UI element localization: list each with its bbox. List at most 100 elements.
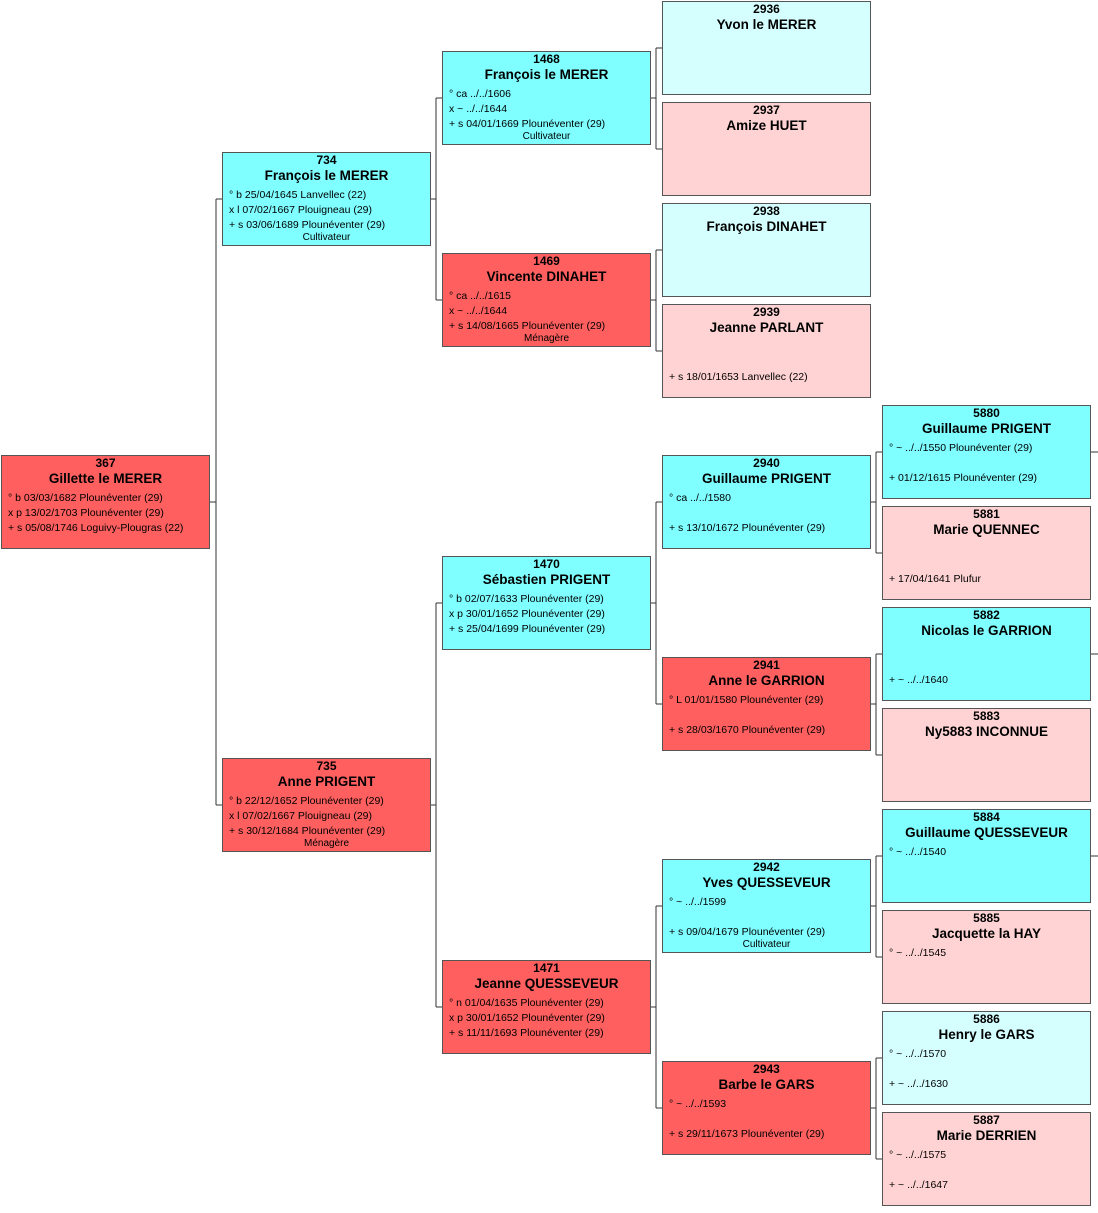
marriage-event: x p 30/01/1652 Plounéventer (29) xyxy=(449,1012,605,1024)
person-name: Jacquette la HAY xyxy=(931,926,1042,941)
birth-event: ° b 25/04/1645 Lanvellec (22) xyxy=(229,189,367,201)
birth-event: ° ~ ../../1540 xyxy=(889,846,947,858)
person-number: 1469 xyxy=(533,254,560,268)
person-number: 2936 xyxy=(753,2,780,16)
person-name: Barbe le GARS xyxy=(718,1077,815,1092)
person-name: Marie QUENNEC xyxy=(933,522,1040,537)
birth-event: ° b 02/07/1633 Plounéventer (29) xyxy=(449,593,604,605)
occupation: Cultivateur xyxy=(522,131,571,142)
birth-event: ° ca ../../1580 xyxy=(669,492,731,504)
birth-event: ° ~ ../../1545 xyxy=(889,947,947,959)
birth-event: ° ~ ../../1570 xyxy=(889,1048,947,1060)
person-name: Anne le GARRION xyxy=(708,673,825,688)
birth-event: ° ca ../../1606 xyxy=(449,88,511,100)
person-name: Ny5883 INCONNUE xyxy=(924,724,1049,739)
birth-event: ° ca ../../1615 xyxy=(449,290,511,302)
person-name: Jeanne PARLANT xyxy=(709,320,824,335)
birth-event: ° ~ ../../1599 xyxy=(669,896,727,908)
marriage-event: x p 13/02/1703 Plounéventer (29) xyxy=(8,507,164,519)
marriage-event: x l 07/02/1667 Plouigneau (29) xyxy=(229,810,373,822)
birth-event: ° L 01/01/1580 Plounéventer (29) xyxy=(669,694,824,706)
death-event: + s 03/06/1689 Plounéventer (29) xyxy=(229,219,386,231)
person-number: 1470 xyxy=(533,557,560,571)
person-number: 2938 xyxy=(753,204,780,218)
person-name: Yvon le MERER xyxy=(716,17,817,32)
person-number: 734 xyxy=(316,153,337,167)
person-number: 1471 xyxy=(533,961,560,975)
occupation: Ménagère xyxy=(523,333,570,344)
person-name: François le MERER xyxy=(264,168,389,183)
occupation: Cultivateur xyxy=(742,939,791,950)
person-name: Henry le GARS xyxy=(938,1027,1035,1042)
death-event: + s 13/10/1672 Plounéventer (29) xyxy=(669,522,826,534)
person-name: François DINAHET xyxy=(706,219,827,234)
marriage-event: x p 30/01/1652 Plounéventer (29) xyxy=(449,608,605,620)
marriage-event: x l 07/02/1667 Plouigneau (29) xyxy=(229,204,373,216)
death-event: + s 28/03/1670 Plounéventer (29) xyxy=(669,724,826,736)
death-event: + s 18/01/1653 Lanvellec (22) xyxy=(669,371,808,383)
person-number: 5881 xyxy=(973,507,1000,521)
person-number: 5883 xyxy=(973,709,1000,723)
person-number: 2939 xyxy=(753,305,780,319)
person-name: Marie DERRIEN xyxy=(936,1128,1037,1143)
birth-event: ° ~ ../../1593 xyxy=(669,1098,727,1110)
birth-event: ° ~ ../../1550 Plounéventer (29) xyxy=(889,442,1033,454)
person-number: 5885 xyxy=(973,911,1000,925)
death-event: + 01/12/1615 Plounéventer (29) xyxy=(889,472,1037,484)
person-name: François le MERER xyxy=(484,67,609,82)
person-name: Jeanne QUESSEVEUR xyxy=(474,976,619,991)
person-name: Gillette le MERER xyxy=(48,471,163,486)
person-number: 1468 xyxy=(533,52,560,66)
person-number: 5887 xyxy=(973,1113,1000,1127)
death-event: + ~ ../../1630 xyxy=(889,1078,948,1090)
person-number: 2940 xyxy=(753,456,780,470)
occupation: Cultivateur xyxy=(302,232,351,243)
person-number: 5882 xyxy=(973,608,1000,622)
occupation: Ménagère xyxy=(303,838,350,849)
birth-event: ° b 03/03/1682 Plounéventer (29) xyxy=(8,492,163,504)
person-number: 2943 xyxy=(753,1062,780,1076)
marriage-event: x ~ ../../1644 xyxy=(449,305,508,317)
person-name: Vincente DINAHET xyxy=(486,269,607,284)
person-name: Anne PRIGENT xyxy=(277,774,376,789)
death-event: + s 09/04/1679 Plounéventer (29) xyxy=(669,926,826,938)
person-name: Amize HUET xyxy=(726,118,807,133)
death-event: + s 11/11/1693 Plounéventer (29) xyxy=(449,1027,604,1039)
marriage-event: x ~ ../../1644 xyxy=(449,103,508,115)
person-name: Sébastien PRIGENT xyxy=(482,572,611,587)
person-number: 367 xyxy=(95,456,116,470)
birth-event: ° ~ ../../1575 xyxy=(889,1149,947,1161)
death-event: + s 25/04/1699 Plounéventer (29) xyxy=(449,623,606,635)
death-event: + s 30/12/1684 Plounéventer (29) xyxy=(229,825,386,837)
person-name: Guillaume PRIGENT xyxy=(921,421,1052,436)
person-name: Nicolas le GARRION xyxy=(921,623,1052,638)
death-event: + s 14/08/1665 Plounéventer (29) xyxy=(449,320,606,332)
person-number: 5884 xyxy=(973,810,1000,824)
birth-event: ° n 01/04/1635 Plounéventer (29) xyxy=(449,997,604,1009)
person-name: Yves QUESSEVEUR xyxy=(702,875,831,890)
